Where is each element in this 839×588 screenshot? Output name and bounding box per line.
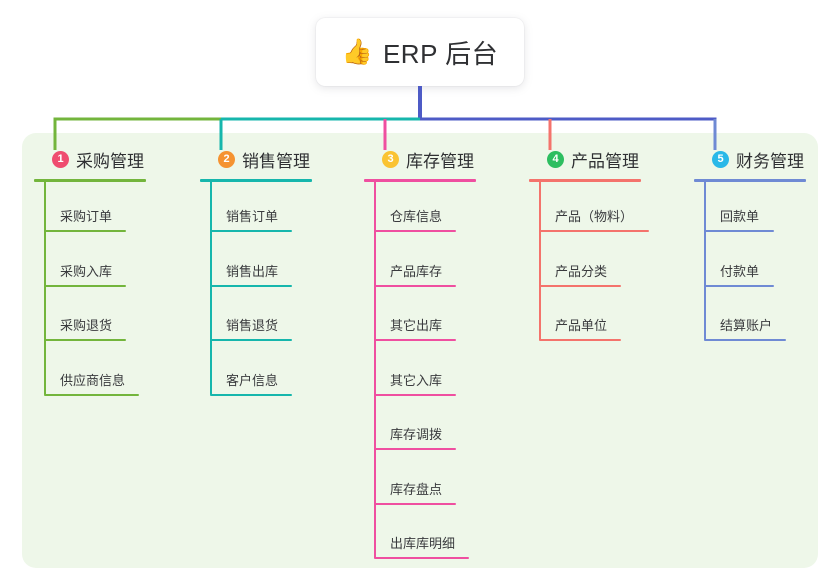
branch-index-badge: 5: [712, 150, 729, 168]
thumbs-up-icon: 👍: [341, 37, 373, 66]
branch-header-2[interactable]: 2 销售管理: [200, 146, 312, 172]
leaf-underline: [44, 284, 126, 287]
leaf-underline: [374, 230, 456, 232]
leaf-label: 库存盘点: [390, 481, 443, 497]
branch-header-5[interactable]: 5 财务管理: [694, 146, 806, 172]
leaf-underline: [210, 339, 292, 341]
root-node[interactable]: 👍 ERP 后台: [316, 18, 524, 86]
branch-index-badge: 2: [218, 150, 235, 168]
leaf-node[interactable]: 其它出库: [364, 317, 456, 341]
root-title: ERP 后台: [382, 38, 499, 69]
leaf-node[interactable]: 付款单: [694, 263, 774, 287]
leaf-label: 销售订单: [226, 209, 279, 224]
leaf-node[interactable]: 出库库明细: [364, 535, 469, 559]
leaf-underline: [374, 502, 456, 505]
leaf-underline: [539, 339, 621, 341]
leaf-underline: [374, 557, 469, 559]
leaf-label: 产品单位: [555, 318, 608, 333]
branch-header-4[interactable]: 4 产品管理: [529, 146, 641, 172]
leaf-label: 销售出库: [226, 263, 279, 279]
branch-column-3: 3 库存管理仓库信息产品库存其它出库其它入库库存调拨库存盘点出库库明细: [364, 146, 476, 559]
branch-title: 采购管理: [76, 151, 144, 171]
leaf-node[interactable]: 采购退货: [34, 317, 126, 341]
leaf-underline: [374, 284, 456, 287]
leaf-underline: [44, 393, 139, 396]
leaf-label: 出库库明细: [390, 536, 456, 551]
leaf-underline: [539, 284, 621, 287]
branch-underline: [694, 179, 806, 182]
leaf-label: 仓库信息: [390, 209, 443, 224]
leaf-underline: [210, 393, 292, 396]
leaf-underline: [44, 230, 126, 232]
branch-column-1: 1 采购管理采购订单采购入库采购退货供应商信息: [34, 146, 146, 396]
leaf-node[interactable]: 仓库信息: [364, 208, 456, 232]
leaf-node[interactable]: 采购入库: [34, 263, 126, 287]
leaf-underline: [704, 284, 774, 287]
leaf-node[interactable]: 库存盘点: [364, 481, 456, 505]
leaf-label: 产品（物料）: [555, 209, 634, 224]
leaf-label: 销售退货: [226, 318, 279, 333]
leaf-label: 供应商信息: [60, 372, 126, 388]
leaf-underline: [44, 339, 126, 341]
branch-underline: [364, 179, 476, 182]
leaf-underline: [704, 339, 786, 341]
leaf-underline: [539, 230, 649, 232]
leaf-underline: [210, 284, 292, 287]
leaf-node[interactable]: 采购订单: [34, 208, 126, 232]
leaf-label: 采购退货: [60, 318, 113, 333]
leaf-underline: [374, 339, 456, 341]
leaf-node[interactable]: 销售出库: [200, 263, 292, 287]
leaf-node[interactable]: 供应商信息: [34, 372, 139, 396]
leaf-node[interactable]: 产品（物料）: [529, 208, 649, 232]
leaf-node[interactable]: 销售退货: [200, 317, 292, 341]
branch-header-3[interactable]: 3 库存管理: [364, 146, 476, 172]
branch-header-1[interactable]: 1 采购管理: [34, 146, 146, 172]
leaf-node[interactable]: 产品单位: [529, 317, 621, 341]
branch-underline: [529, 179, 641, 182]
branch-index-badge: 4: [547, 150, 564, 168]
leaf-node[interactable]: 库存调拨: [364, 426, 456, 450]
leaf-node[interactable]: 其它入库: [364, 372, 456, 396]
branch-column-5: 5 财务管理回款单付款单结算账户: [694, 146, 806, 341]
branch-column-4: 4 产品管理产品（物料） 产品分类产品单位: [529, 146, 649, 341]
branch-title: 财务管理: [736, 151, 804, 171]
leaf-label: 产品分类: [555, 263, 608, 279]
leaf-label: 其它入库: [390, 372, 443, 388]
branch-column-2: 2 销售管理销售订单销售出库销售退货客户信息: [200, 146, 312, 396]
leaf-label: 客户信息: [226, 372, 279, 388]
leaf-underline: [704, 230, 774, 232]
branch-index-badge: 1: [52, 150, 69, 168]
leaf-label: 回款单: [720, 209, 760, 224]
leaf-label: 付款单: [720, 263, 760, 279]
leaf-node[interactable]: 产品分类: [529, 263, 621, 287]
branch-title: 产品管理: [571, 151, 639, 171]
branch-underline: [34, 179, 146, 182]
leaf-label: 结算账户: [720, 318, 773, 333]
leaf-node[interactable]: 产品库存: [364, 263, 456, 287]
branch-title: 库存管理: [406, 151, 474, 171]
leaf-label: 产品库存: [390, 263, 443, 279]
leaf-label: 采购订单: [60, 209, 113, 224]
leaf-node[interactable]: 客户信息: [200, 372, 292, 396]
branch-underline: [200, 179, 312, 182]
leaf-underline: [374, 393, 456, 396]
branch-index-badge: 3: [382, 150, 399, 168]
leaf-underline: [210, 230, 292, 232]
leaf-underline: [374, 448, 456, 450]
leaf-label: 其它出库: [390, 318, 443, 333]
leaf-node[interactable]: 回款单: [694, 208, 774, 232]
leaf-label: 库存调拨: [390, 427, 443, 442]
leaf-label: 采购入库: [60, 263, 113, 279]
branches-panel: [22, 133, 818, 568]
leaf-node[interactable]: 结算账户: [694, 317, 786, 341]
leaf-node[interactable]: 销售订单: [200, 208, 292, 232]
branch-title: 销售管理: [242, 151, 310, 171]
